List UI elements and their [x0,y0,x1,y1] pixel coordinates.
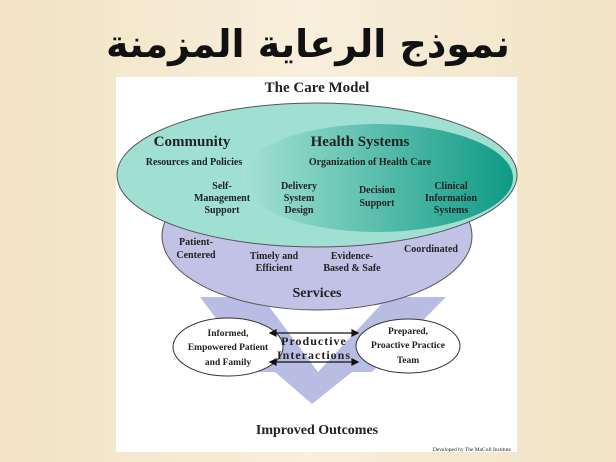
service-text: Based & Safe [323,263,381,274]
team-text: Proactive Practice [371,341,445,351]
patient-text: Empowered Patient [188,343,269,353]
component-text: System [284,193,315,204]
services-label: Services [293,286,343,301]
component-text: Support [359,198,395,209]
interactions-text: Productive [281,334,347,348]
component-text: Support [204,205,240,216]
component-text: Information [425,193,478,204]
service-text: Centered [176,250,216,261]
health-systems-sub: Organization of Health Care [309,157,432,168]
interactions-text: Interactions [277,348,351,362]
patient-ellipse [172,317,284,377]
service-text: Efficient [256,263,293,274]
component-delivery-system: Delivery [281,181,317,192]
component-text: Systems [434,205,469,216]
credit-text: Developed by The MaColl Institute [433,447,512,453]
patient-text: Informed, [208,329,250,339]
component-self-management: Self- [212,181,231,192]
health-systems-label: Health Systems [311,134,410,150]
service-timely: Timely and [250,251,299,262]
community-sub: Resources and Policies [146,157,243,168]
service-evidence: Evidence- [331,251,373,262]
service-coordinated: Coordinated [404,244,458,255]
patient-text: and Family [205,358,251,368]
team-text: Team [397,356,419,366]
component-clinical-info: Clinical [434,181,468,192]
team-ellipse [355,318,461,374]
component-text: Management [194,193,251,204]
outcome-label: Improved Outcomes [256,423,379,438]
service-patient-centered: Patient- [179,237,213,248]
community-label: Community [154,134,231,150]
diagram-heading: The Care Model [265,80,370,96]
health-systems-ellipse [241,124,513,232]
interaction-arrows [268,329,360,366]
component-text: Design [285,205,314,216]
component-decision-support: Decision [359,185,396,196]
team-text: Prepared, [388,327,429,337]
slide-title: نموذج الرعاية المزمنة [106,22,510,66]
